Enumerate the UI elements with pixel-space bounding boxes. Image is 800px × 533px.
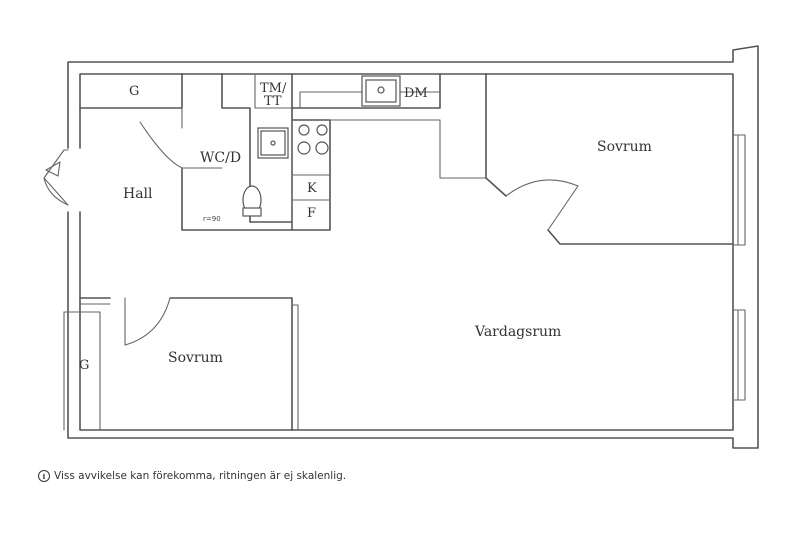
info-icon: i (38, 470, 50, 482)
label-f: F (307, 206, 316, 221)
label-g-left: G (79, 358, 89, 373)
label-wc: WC/D (200, 150, 241, 166)
label-vardagsrum: Vardagsrum (474, 324, 561, 340)
bedroom-right-walls (485, 73, 734, 245)
label-sovrum-right: Sovrum (597, 139, 652, 155)
kitchen (291, 73, 487, 231)
entry-door (43, 149, 69, 206)
label-dm: DM (404, 86, 428, 101)
bedroom-left-walls (63, 297, 299, 431)
label-g-top: G (129, 84, 139, 99)
label-hall: Hall (123, 186, 153, 202)
label-k: K (307, 181, 317, 196)
disclaimer-text: Viss avvikelse kan förekomma, ritningen … (54, 470, 347, 482)
label-wc-marker: r=90 (203, 215, 221, 223)
label-tt: TT (264, 94, 282, 109)
storage-top (79, 73, 183, 169)
outer-walls (67, 45, 759, 449)
bathroom (181, 73, 293, 231)
label-sovrum-left: Sovrum (168, 350, 223, 366)
disclaimer: i Viss avvikelse kan förekomma, ritninge… (38, 470, 346, 482)
label-tm: TM/ (260, 81, 287, 96)
